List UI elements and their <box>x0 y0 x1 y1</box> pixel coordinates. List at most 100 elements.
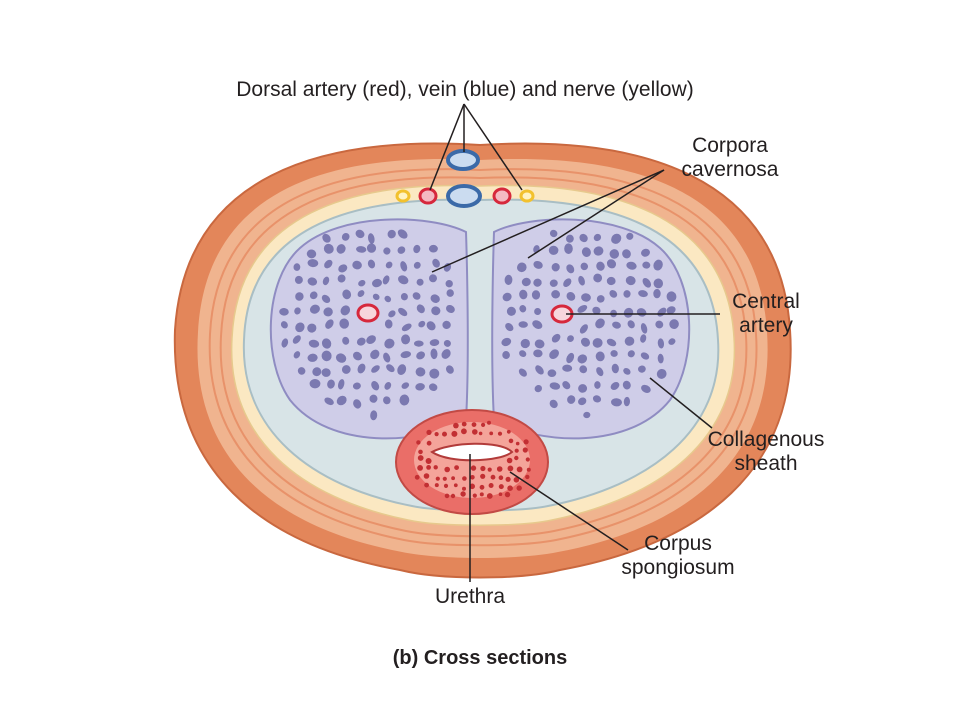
cavernous-space <box>567 395 576 404</box>
cavernous-space <box>312 367 322 377</box>
cavernous-space <box>342 289 352 300</box>
spongiosum-spaces <box>414 420 531 499</box>
cavernous-space <box>413 244 421 254</box>
cavernous-space <box>443 339 451 347</box>
cavernous-space <box>623 396 631 407</box>
cavernous-space <box>547 369 557 378</box>
cavernous-space <box>322 233 331 243</box>
cavernous-space <box>625 276 636 286</box>
cavernous-space <box>506 306 516 316</box>
cavernous-space <box>669 319 679 329</box>
spongiosum-space <box>443 483 449 488</box>
cavernous-space <box>549 279 558 287</box>
cavernous-space <box>596 367 604 377</box>
cavernous-space <box>534 384 543 393</box>
cavernous-space <box>622 249 631 259</box>
cavernous-space <box>401 334 411 345</box>
cavernous-space <box>358 279 366 287</box>
cavernous-space <box>292 335 301 344</box>
central-artery-left <box>356 303 380 323</box>
skin-stripe-2 <box>219 176 748 538</box>
spongiosum-space <box>461 421 467 427</box>
spongiosum-space <box>434 432 439 437</box>
cavernous-space <box>566 264 575 274</box>
cavernous-space <box>307 353 318 362</box>
spongiosum-space <box>444 493 450 499</box>
cavernous-space <box>369 394 378 403</box>
spongiosum-space <box>453 483 458 488</box>
cavernous-space <box>356 337 366 346</box>
cavernous-space <box>519 350 527 357</box>
cavernous-space <box>372 278 382 288</box>
spongiosum-space <box>488 483 494 488</box>
spongiosum-space <box>508 438 514 444</box>
cavernous-space <box>355 229 365 239</box>
cavernous-space <box>401 323 412 332</box>
cavernous-space <box>562 364 573 372</box>
cavernous-space <box>549 382 561 390</box>
cavernous-space <box>340 305 351 316</box>
spongiosum-space <box>461 428 467 435</box>
spongiosum-space <box>451 476 455 481</box>
spongiosum-space <box>471 422 477 427</box>
cavernous-space <box>564 243 573 254</box>
cavernous-space <box>609 290 618 298</box>
cavernous-space <box>307 277 318 286</box>
cavernous-space <box>357 290 365 298</box>
spongiosum-space <box>498 475 504 481</box>
cavernous-space <box>653 288 661 299</box>
cavernous-space <box>432 258 440 268</box>
cavernous-space <box>533 349 543 358</box>
cavernous-space <box>535 365 544 375</box>
cavernous-space <box>336 244 346 254</box>
cavernous-space <box>627 350 635 358</box>
cavernous-space <box>596 295 605 303</box>
label-urethra: Urethra <box>420 585 520 609</box>
cavernous-space <box>400 351 412 359</box>
cavernous-space <box>367 233 375 244</box>
superficial-dorsal-vein <box>446 149 480 171</box>
cavernous-space <box>445 365 454 374</box>
cavernous-space <box>367 259 376 269</box>
cavernous-space <box>399 394 410 406</box>
cavernous-space <box>370 410 378 421</box>
cavernous-space <box>578 397 587 406</box>
cavernous-space <box>653 278 664 289</box>
spongiosum-space <box>516 485 522 491</box>
cavernous-space <box>416 304 425 314</box>
spongiosum-space <box>506 429 511 434</box>
cavernous-space <box>293 351 301 359</box>
cavernous-space <box>382 275 390 285</box>
cavernous-space <box>352 351 363 361</box>
cavernous-space <box>531 290 541 300</box>
spongiosum-space <box>514 448 519 453</box>
cavernous-space <box>431 306 441 316</box>
cavernous-space <box>640 323 648 334</box>
spongiosum-space <box>515 441 520 446</box>
spongiosum-space <box>489 431 494 436</box>
cavernous-space <box>593 233 602 242</box>
cavernous-space <box>428 383 438 391</box>
spongiosum-space <box>504 491 511 498</box>
cavernous-space <box>566 352 575 364</box>
cavernous-space <box>429 274 438 283</box>
cavernous-space <box>294 307 301 315</box>
cavernous-space <box>294 275 303 284</box>
cavernous-space <box>445 304 455 314</box>
spongiosum-space <box>451 430 458 437</box>
cavernous-space <box>611 233 622 244</box>
leader-cavernosa-right <box>527 169 665 259</box>
spongiosum-space <box>417 465 423 471</box>
cavernous-space <box>611 363 619 374</box>
cavernous-space <box>595 351 605 362</box>
cavernous-space <box>666 306 676 314</box>
cavernous-space <box>581 247 591 257</box>
cavernous-space <box>640 334 647 343</box>
cavernous-space <box>594 381 601 389</box>
cavernous-space <box>322 276 330 286</box>
dorsal-nerve-right <box>519 189 535 203</box>
cavernous-space <box>342 336 350 345</box>
cavernous-space <box>610 350 618 357</box>
dorsal-nerve-left <box>395 189 411 203</box>
